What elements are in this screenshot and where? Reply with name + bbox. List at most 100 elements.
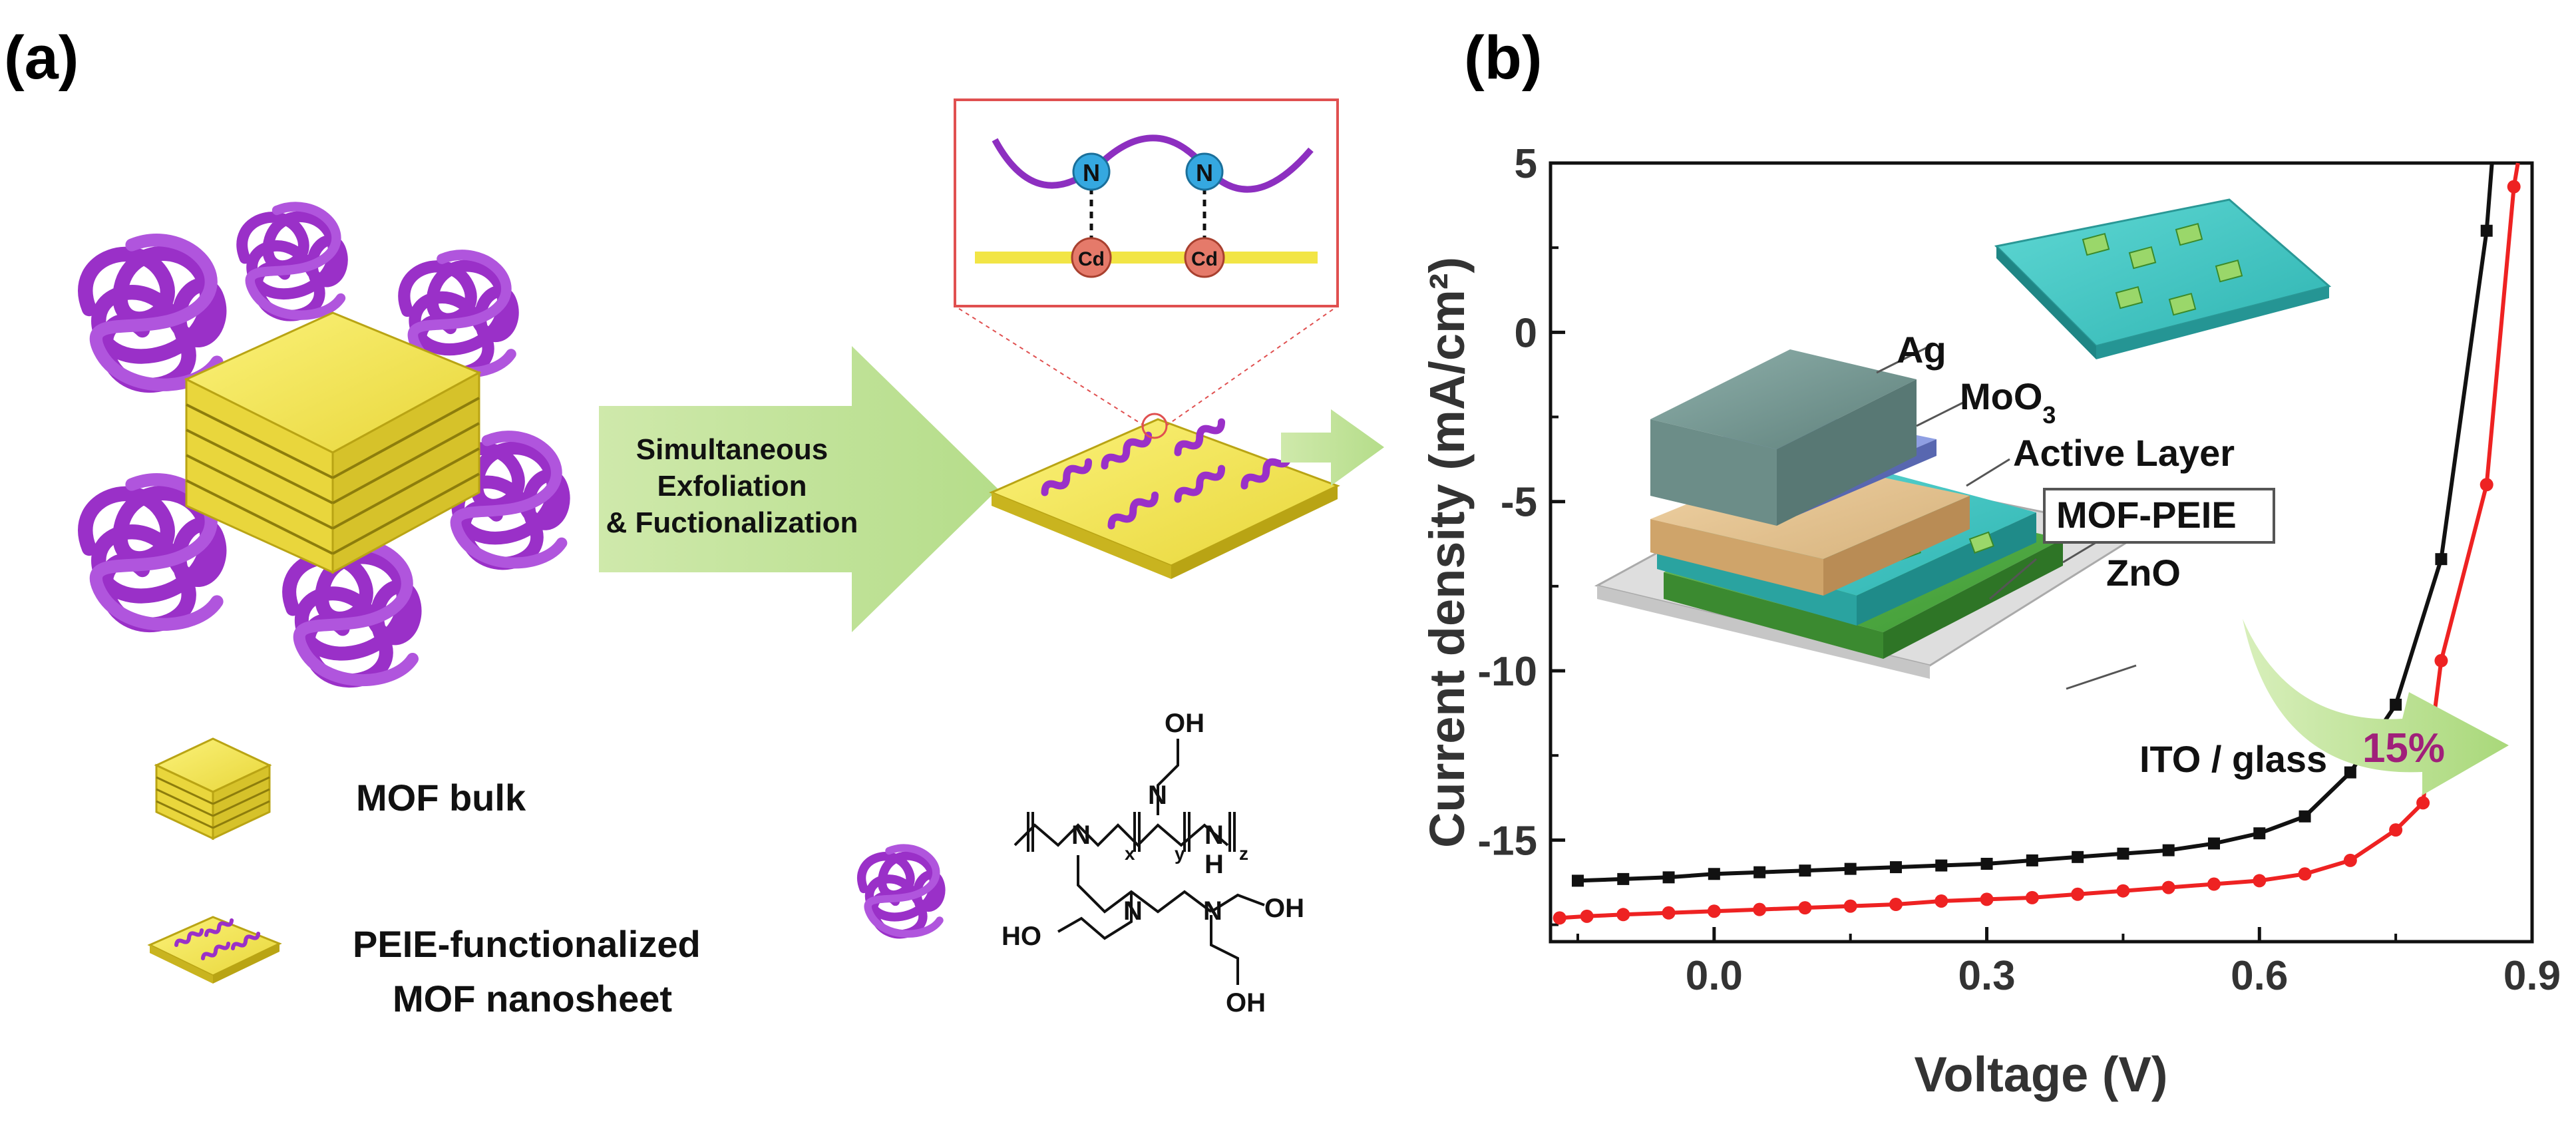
data-point: [2343, 853, 2357, 867]
data-point: [2072, 850, 2084, 863]
legend-bulk-icon: [154, 737, 272, 841]
plot-frame: [1549, 161, 2534, 944]
peie-ho: HO: [1002, 922, 1041, 951]
data-point: [2298, 867, 2312, 881]
data-point: [1980, 892, 1994, 906]
inset-cd-label: Cd: [1078, 248, 1105, 270]
legend-peie-coil: [862, 848, 941, 934]
legend-bulk-label: MOF bulk: [356, 777, 526, 819]
data-point: [1843, 899, 1857, 913]
data-point: [2434, 654, 2448, 667]
y-tick-label: 0: [1515, 310, 1537, 356]
improvement-label: 15%: [2362, 725, 2445, 771]
data-point: [1934, 894, 1948, 908]
x-tick-label: 0.3: [1958, 953, 2015, 999]
data-point: [2207, 837, 2220, 850]
layer-label-ag: Ag: [1897, 329, 1946, 371]
data-point: [1662, 871, 1675, 884]
data-point: [2025, 890, 2039, 904]
data-point: [1980, 858, 1993, 870]
legend-nanosheet-label-2: MOF nanosheet: [393, 978, 672, 1020]
data-point: [1662, 906, 1676, 920]
y-axis-label: Current density (mA/cm²): [1419, 257, 1475, 848]
data-point: [2389, 823, 2403, 837]
y-tick-label: -10: [1477, 649, 1537, 695]
data-point: [2116, 884, 2130, 898]
layer-label-ito: ITO / glass: [2139, 738, 2327, 780]
data-point: [2161, 880, 2175, 894]
data-point: [2026, 854, 2038, 866]
data-point: [2162, 844, 2175, 856]
peie-structure: [1013, 739, 1265, 985]
jv-chart: 0.0 0.3 0.6 0.9 5 0 -5 -10 -15 Voltage (V) Curre…: [1419, 141, 2561, 1102]
data-point: [1844, 862, 1857, 875]
data-point: [2299, 810, 2311, 823]
data-point: [1707, 904, 1721, 918]
data-point: [1889, 898, 1903, 912]
exfoliation-arrow: Simultaneous Exfoliation & Fuctionalizat…: [599, 346, 998, 632]
data-point: [2390, 698, 2402, 711]
peie-n-2: N: [1148, 781, 1167, 810]
peie-n-4: N: [1203, 896, 1222, 926]
data-point: [1889, 861, 1902, 874]
inset-cd-label: Cd: [1191, 248, 1218, 270]
device-schematic: Ag MoO3 Active Layer MOF-PEIE ZnO ITO / …: [1594, 198, 2332, 780]
inset-n-label: N: [1083, 159, 1100, 186]
peie-h: H: [1204, 850, 1224, 879]
layer-label-active: Active Layer: [2013, 432, 2235, 474]
peie-structure-labels: OH N N N H x y z N N HO OH OH: [1002, 709, 1304, 1018]
data-point: [1580, 909, 1594, 923]
peie-oh-top: OH: [1165, 709, 1204, 738]
peie-n-1: N: [1071, 821, 1091, 850]
data-point: [2207, 877, 2221, 891]
x-tick-label: 0.0: [1686, 953, 1743, 999]
data-point: [1571, 874, 1584, 887]
data-point: [2416, 796, 2430, 810]
peie-coil: [85, 240, 219, 385]
peie-coil: [289, 544, 415, 681]
data-point: [2507, 180, 2521, 194]
peie-sub-y: y: [1175, 843, 1185, 864]
mof-nanosheet-illustration: [989, 413, 1340, 579]
peie-oh-bottom: OH: [1226, 988, 1266, 1018]
mof-bulk-illustration: [85, 206, 563, 680]
y-tick-label: -5: [1501, 480, 1537, 526]
data-point: [1616, 908, 1630, 922]
panel-b-label: (b): [1464, 24, 1542, 92]
x-axis-label: Voltage (V): [1915, 1047, 2168, 1102]
data-point: [1799, 864, 1811, 877]
legend-nanosheet-icon: [147, 916, 282, 984]
data-point: [1553, 911, 1566, 925]
peie-oh-right: OH: [1264, 894, 1304, 923]
layer-label-moo3: MoO3: [1960, 375, 2056, 429]
inset-n-label: N: [1196, 159, 1213, 186]
y-tick-label: 5: [1515, 141, 1537, 187]
data-point: [2117, 847, 2129, 860]
data-point: [1617, 872, 1630, 885]
data-point: [1708, 868, 1720, 880]
improvement-arrow: 15%: [2243, 619, 2509, 795]
peie-nh: N: [1204, 821, 1224, 850]
data-point: [2253, 827, 2266, 840]
coordination-inset: N N Cd Cd: [954, 98, 1339, 427]
layer-label-mofpeie-box: [2043, 488, 2275, 544]
data-point: [2480, 224, 2493, 237]
data-point: [2071, 887, 2085, 901]
data-point: [2253, 874, 2267, 888]
x-tick-label: 0.6: [2231, 953, 2288, 999]
data-point: [1798, 901, 1812, 915]
layer-label-zno: ZnO: [2106, 552, 2181, 594]
data-point: [1935, 859, 1948, 872]
data-point: [2435, 553, 2448, 566]
arrow-text-line-1: Simultaneous: [636, 433, 828, 466]
panel-a-label: (a): [4, 24, 79, 92]
arrow-text-line-2: Exfoliation: [657, 470, 807, 502]
data-point: [2480, 478, 2493, 492]
layer-label-mofpeie: MOF-PEIE: [2056, 494, 2237, 536]
x-tick-label: 0.9: [2503, 953, 2561, 999]
data-point: [1753, 902, 1767, 916]
y-tick-label: -15: [1477, 818, 1537, 864]
data-point: [2344, 766, 2356, 779]
